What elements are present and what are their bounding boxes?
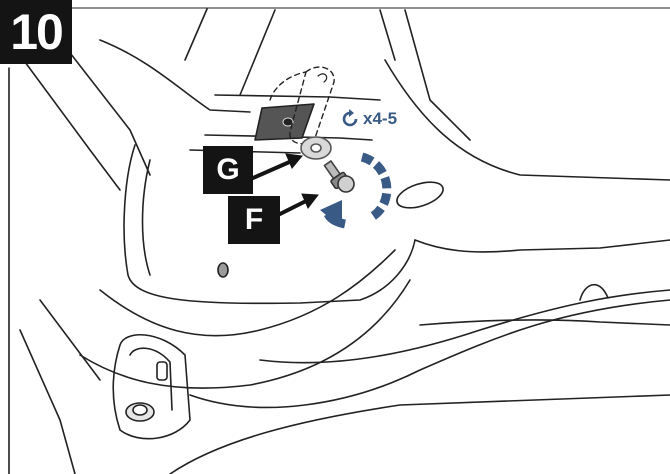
floor-panel (123, 144, 416, 305)
sill-curve-5 (419, 319, 670, 326)
mount-hole (217, 262, 229, 278)
floor-panel-right (414, 239, 670, 253)
oval-cutout (396, 181, 444, 209)
strut-bracket (112, 334, 191, 440)
torque-indicator: x4-5 (340, 107, 397, 131)
panel-line-top-c (379, 9, 396, 61)
sill-curve-4 (259, 289, 670, 364)
panel-diagonal-1 (24, 61, 121, 191)
bump-right (579, 283, 609, 301)
rotate-icon (342, 109, 358, 127)
lower-body-line-2 (39, 299, 101, 381)
panel-line-top-d (404, 9, 471, 141)
rail-upper (214, 94, 381, 101)
sill-curve-3 (189, 299, 670, 409)
strut-bracket-inner (129, 347, 173, 411)
panel-curve-upper (99, 39, 251, 113)
floor-panel-inner (141, 159, 151, 276)
sill-curve-1 (99, 249, 396, 337)
arrow-to-washer (251, 158, 296, 180)
sill-curve-2 (79, 279, 411, 389)
clip-ghost-outline (289, 66, 335, 145)
panel-line-top-b (239, 9, 276, 96)
torque-label: x4-5 (363, 109, 398, 128)
panel-diagonal-2 (59, 39, 151, 176)
callout-g-label: G (203, 146, 253, 194)
lower-edge (169, 394, 670, 474)
callout-f-label: F (228, 196, 280, 244)
panel-frame-right-top (384, 59, 670, 181)
lower-body-line (19, 329, 76, 474)
panel-line-top-a (184, 8, 208, 61)
strut-pin (156, 361, 168, 381)
rotation-arrowhead (320, 200, 342, 228)
rail-middle (204, 134, 373, 141)
step-number-badge: 10 (0, 0, 72, 64)
